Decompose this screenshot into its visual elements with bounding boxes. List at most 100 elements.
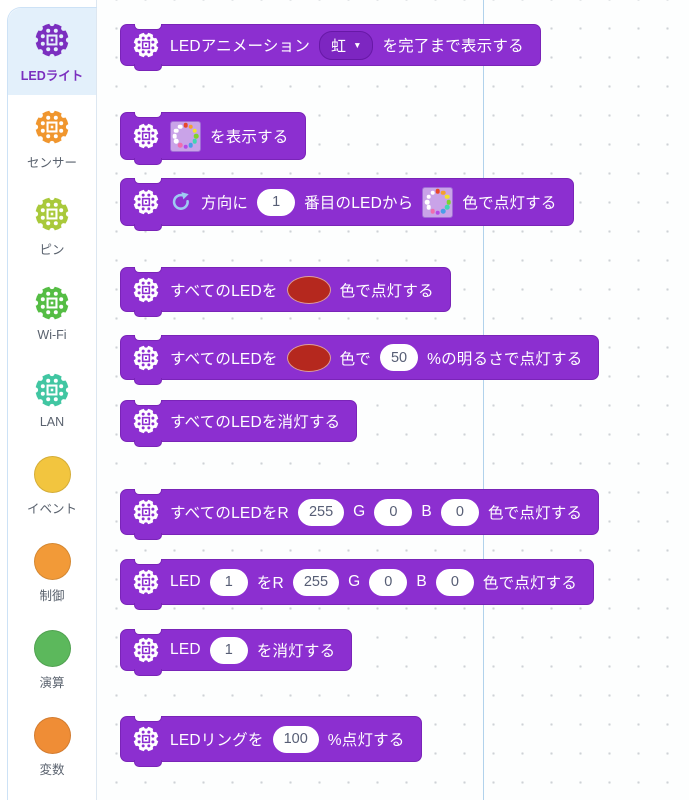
block-text: 方向に: [201, 195, 249, 212]
block-all-leds-rgb[interactable]: すべてのLEDをR 255 G 0 B 0 色で点灯する: [120, 489, 600, 540]
sidebar-item-sensor[interactable]: センサー: [8, 95, 96, 182]
color-picker[interactable]: [286, 343, 331, 372]
led-dot: [444, 194, 450, 199]
block-text: LED: [170, 641, 201, 658]
sidebar-item-label: 変数: [39, 763, 65, 777]
led-ring-pattern-picker[interactable]: [170, 120, 201, 152]
led-board-icon: [32, 19, 72, 60]
block-text: 色で点灯する: [339, 282, 434, 300]
led-dot: [173, 128, 179, 133]
block-text: すべてのLEDを: [170, 282, 278, 300]
led-dot: [446, 199, 451, 205]
led-dot: [172, 133, 178, 139]
block-text: すべてのLEDをR: [170, 505, 289, 522]
sidebar-item-wifi[interactable]: Wi-Fi: [8, 269, 96, 356]
brightness-input[interactable]: 50: [379, 344, 419, 371]
block-text: G: [353, 503, 366, 520]
led-board-icon: [131, 406, 161, 436]
events-category-icon: [33, 456, 71, 493]
animation-dropdown[interactable]: 虹 ▼: [319, 30, 374, 60]
wifi-board-icon: [32, 283, 72, 323]
sidebar-item-label: イベント: [26, 502, 77, 516]
led-board-icon: [131, 724, 161, 754]
block-led-rgb[interactable]: LED 1 をR 255 G 0 B 0 色で点灯する: [120, 559, 595, 610]
block-led-ring-percent[interactable]: LEDリングを 100 %点灯する: [120, 716, 422, 767]
led-dot: [177, 142, 183, 148]
led-index-input[interactable]: 1: [209, 568, 248, 596]
block-text: %の明るさで点灯する: [427, 350, 583, 368]
led-dot: [173, 139, 179, 144]
block-led-off[interactable]: LED 1 を消灯する: [120, 629, 353, 676]
led-board-icon: [131, 30, 161, 60]
sidebar-item-label: ピン: [39, 242, 65, 257]
led-dot: [435, 210, 441, 216]
color-picker[interactable]: [286, 275, 331, 304]
led-dot: [192, 128, 198, 133]
sidebar-item-pin[interactable]: ピン: [8, 182, 96, 269]
sidebar-item-variables[interactable]: 変数: [8, 704, 96, 791]
sidebar-item-label: 演算: [39, 676, 65, 690]
block-text: をR: [256, 575, 284, 592]
rotate-clockwise-icon: [172, 192, 189, 210]
led-index-input[interactable]: 1: [257, 188, 296, 216]
block-text: すべてのLEDを: [170, 350, 278, 368]
sidebar-item-label: Wi-Fi: [37, 328, 67, 342]
led-board-icon: [131, 121, 161, 151]
chevron-down-icon: ▼: [353, 39, 362, 50]
red-value-input[interactable]: 255: [297, 498, 345, 526]
blue-value-input[interactable]: 0: [435, 568, 474, 596]
led-dot: [430, 190, 435, 195]
led-dot: [426, 194, 431, 199]
led-dot: [192, 139, 198, 144]
led-board-icon: [131, 635, 161, 665]
sidebar-item-led-light[interactable]: LEDライト: [8, 8, 96, 95]
sidebar-item-operators[interactable]: 演算: [8, 617, 96, 704]
block-text: B: [416, 573, 427, 590]
ring-percent-input[interactable]: 100: [272, 725, 319, 753]
green-value-input[interactable]: 0: [369, 568, 408, 596]
sidebar-item-events[interactable]: イベント: [8, 443, 96, 530]
flyout-divider: [483, 0, 484, 800]
block-text: を完了まで表示する: [382, 38, 524, 55]
led-dot: [183, 144, 188, 150]
block-text: %点灯する: [327, 732, 405, 749]
led-board-icon: [131, 567, 161, 597]
category-toolbox: LEDライト センサー ピン Wi-Fi LAN イベント: [0, 0, 97, 800]
block-text: LEDリングを: [170, 732, 264, 749]
led-dot: [435, 188, 441, 194]
block-all-leds-color-brightness[interactable]: すべてのLEDを 色で 50 %の明るさで点灯する: [120, 335, 600, 385]
led-dot: [426, 205, 431, 210]
sidebar-item-label: センサー: [26, 155, 77, 170]
sensor-board-icon: [32, 106, 72, 147]
sidebar-item-lan[interactable]: LAN: [8, 356, 96, 443]
led-dot: [440, 190, 446, 195]
led-board-icon: [131, 187, 161, 217]
led-dot: [188, 142, 194, 148]
led-dot: [193, 133, 199, 139]
control-category-icon: [33, 543, 71, 580]
block-text: 番目のLEDから: [304, 195, 414, 212]
block-text: を消灯する: [256, 643, 336, 660]
block-text: 色で点灯する: [462, 195, 557, 212]
block-all-leds-off[interactable]: すべてのLEDを消灯する: [120, 400, 358, 447]
variables-category-icon: [33, 717, 71, 754]
sidebar-item-label: 制御: [39, 589, 65, 603]
red-value-input[interactable]: 255: [292, 568, 340, 596]
blue-value-input[interactable]: 0: [440, 498, 479, 526]
block-show-matrix[interactable]: を表示する: [120, 112, 306, 165]
led-dot: [440, 208, 446, 214]
block-led-animation[interactable]: LEDアニメーション 虹 ▼ を完了まで表示する: [120, 24, 541, 71]
block-light-from-led[interactable]: 方向に 1 番目のLEDから 色で点灯する: [120, 178, 574, 231]
sidebar-item-label: LEDライト: [20, 68, 84, 83]
dropdown-value: 虹: [331, 37, 347, 55]
sidebar-item-control[interactable]: 制御: [8, 530, 96, 617]
led-board-icon: [131, 497, 161, 527]
led-ring-pattern-picker[interactable]: [422, 186, 454, 218]
block-text: すべてのLEDを消灯する: [170, 414, 341, 431]
block-text: 色で: [339, 350, 371, 368]
led-dot: [444, 205, 450, 210]
green-value-input[interactable]: 0: [374, 498, 413, 526]
led-index-input[interactable]: 1: [209, 636, 248, 664]
block-all-leds-color[interactable]: すべてのLEDを 色で点灯する: [120, 267, 451, 317]
